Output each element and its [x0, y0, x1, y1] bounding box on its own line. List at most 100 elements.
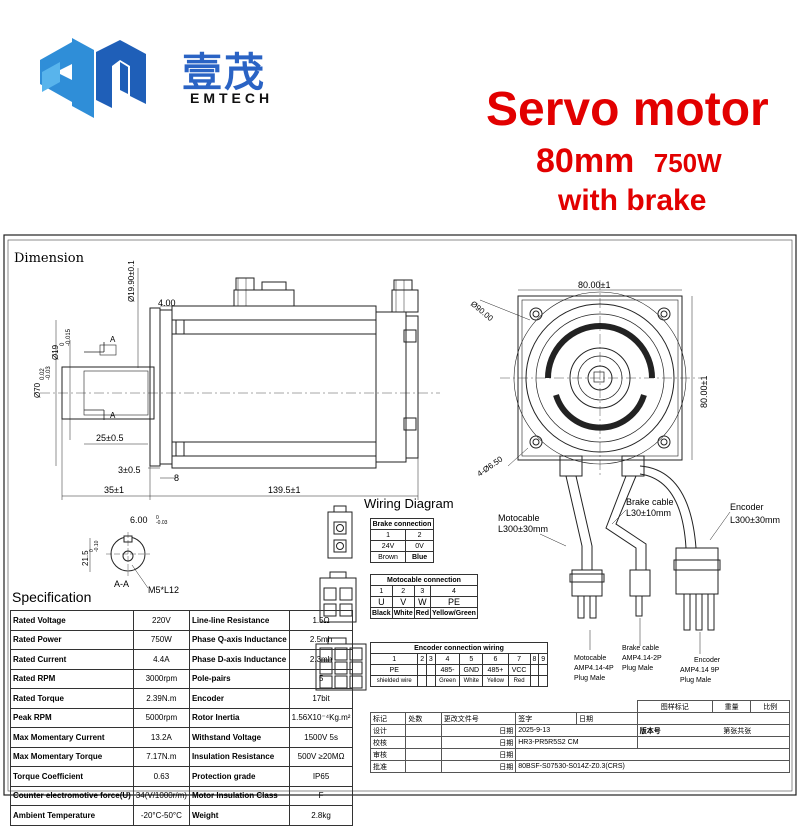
motor-connection-table: Motocable connection 1 2 3 4 U V W PE Bl… — [370, 574, 478, 619]
spec-param-value: 13.2A — [132, 727, 190, 748]
tb-check: 校核 — [369, 736, 407, 749]
encoder-color-cell — [426, 675, 436, 687]
brake-plug-part: AMP4.14-2P — [622, 655, 662, 662]
encoder-plug-name: Encoder — [694, 657, 721, 664]
brand-name-cn: 壹茂 — [182, 50, 266, 96]
motor-front-view — [479, 280, 700, 477]
motor-color-cell: Black — [370, 607, 393, 619]
encoder-pin-cell: 5 — [459, 653, 484, 665]
encoder-color-cell — [538, 675, 548, 687]
spec-param-name: Max Momentary Current — [10, 727, 134, 748]
spec-param-value: 17bit — [288, 688, 354, 709]
dim-square-h: 80.00±1 — [699, 375, 709, 408]
brake-cable-label: Brake cable — [626, 497, 674, 507]
encoder-pin-cell: 8 — [529, 653, 540, 665]
spec-param-value: 7.17N.m — [132, 746, 190, 767]
spec-param-value: 5000rpm — [132, 707, 190, 728]
spec-param-name: Rotor Inertia — [188, 707, 290, 728]
tb-sign: 签字 — [515, 712, 577, 725]
spec-param-value: 5 — [288, 668, 354, 689]
motor-pin-cell: 4 — [429, 585, 478, 597]
encoder-signal-cell — [538, 664, 548, 676]
encoder-signal-cell: VCC — [507, 664, 531, 676]
brake-signal-cell: 24V — [369, 540, 407, 552]
spec-param-value: 2.3mh — [288, 649, 354, 670]
spec-param-name: Counter electromotive force(U) — [10, 785, 134, 806]
tb-design: 设计 — [369, 724, 407, 737]
encoder-signal-cell — [529, 664, 540, 676]
spec-param-value: 2.8kg — [288, 805, 354, 826]
encoder-plug-type: Plug Male — [680, 677, 712, 684]
encoder-color-cell: Yellow — [482, 675, 509, 687]
key-width-tol: 0 -0.03 — [156, 515, 168, 526]
motor-pin-cell: 2 — [391, 585, 415, 597]
motor-color-cell: Red — [413, 607, 431, 619]
dim-shaft-main: Ø19 — [51, 344, 60, 360]
tb-date-header: 日期 — [576, 712, 638, 725]
spec-param-value: 500V ≥20MΩ — [288, 746, 354, 767]
encoder-signal-cell: GND — [459, 664, 484, 676]
spec-param-name: Rated Torque — [10, 688, 134, 709]
motor-plug-type: Plug Male — [574, 675, 606, 682]
drawing-canvas — [3, 38, 797, 796]
encoder-color-cell: Green — [434, 675, 461, 687]
motor-pin-cell: 3 — [413, 585, 431, 597]
dim-key-length: 25±0.5 — [96, 433, 124, 443]
dim-shaft-main-tol: 0 -0.015 — [60, 328, 72, 346]
dim-shaft-len: 35±1 — [104, 485, 124, 495]
brake-pin-cell: 1 — [369, 529, 407, 541]
spec-param-name: Rated RPM — [10, 668, 134, 689]
encoder-signal-cell — [426, 664, 436, 676]
brand-name-en: EMTECH — [190, 90, 274, 106]
spec-param-value: 2.5mh — [288, 629, 354, 650]
brake-table-title: Brake connection — [370, 518, 434, 530]
section-view — [89, 532, 150, 589]
encoder-pin-cell: 4 — [434, 653, 461, 665]
encoder-signal-cell: 485- — [434, 664, 461, 676]
motor-cable-length: L300±30mm — [498, 524, 548, 534]
rated-power: 750W — [653, 148, 722, 178]
brake-color-cell: Brown — [369, 551, 407, 563]
tb-weight: 重量 — [711, 700, 752, 713]
spec-param-name: Ambient Temperature — [10, 805, 134, 826]
spec-param-value: -20°C-50°C — [132, 805, 190, 826]
thread-spec: M5*L12 — [148, 585, 180, 595]
tb-approve: 批准 — [369, 760, 407, 773]
motor-signal-cell: PE — [429, 596, 478, 608]
tb-scale: 比例 — [750, 700, 790, 713]
cables — [539, 465, 731, 654]
tb-date-label: 日期 — [440, 748, 517, 761]
encoder-pin-cell: 2 — [417, 653, 428, 665]
motor-plug-part: AMP4.14-4P — [574, 665, 614, 672]
encoder-plug-label: Encoder AMP4.14 9P Plug Male — [680, 656, 720, 686]
spec-param-value: 0.63 — [132, 766, 190, 787]
motor-color-cell: White — [391, 607, 415, 619]
spec-param-name: Pole-pairs — [188, 668, 290, 689]
encoder-color-cell — [417, 675, 428, 687]
spec-param-value: 220V — [132, 610, 190, 631]
spec-param-value: 2.39N.m — [132, 688, 190, 709]
encoder-cable-length: L300±30mm — [730, 515, 780, 525]
spec-param-name: Withstand Voltage — [188, 727, 290, 748]
spec-param-name: Rated Current — [10, 649, 134, 670]
encoder-pin-cell: 7 — [507, 653, 531, 665]
motor-cable-label: Motocable — [498, 513, 540, 523]
dim-flange-gap: 4.00 — [158, 298, 176, 308]
brake-color-cell: Blue — [405, 551, 434, 563]
motor-table-title: Motocable connection — [370, 574, 478, 586]
spec-param-name: Motor Insulation Class — [188, 785, 290, 806]
spec-param-name: Max Momentary Torque — [10, 746, 134, 767]
product-title: Servo motor — [486, 83, 769, 136]
brake-cable-length: L30±10mm — [626, 508, 671, 518]
tb-doc: 更改文件号 — [440, 712, 517, 725]
spec-param-value: 3000rpm — [132, 668, 190, 689]
encoder-cable-label: Encoder — [730, 502, 764, 512]
encoder-pin-cell: 6 — [482, 653, 509, 665]
encoder-pin-cell: 1 — [369, 653, 419, 665]
